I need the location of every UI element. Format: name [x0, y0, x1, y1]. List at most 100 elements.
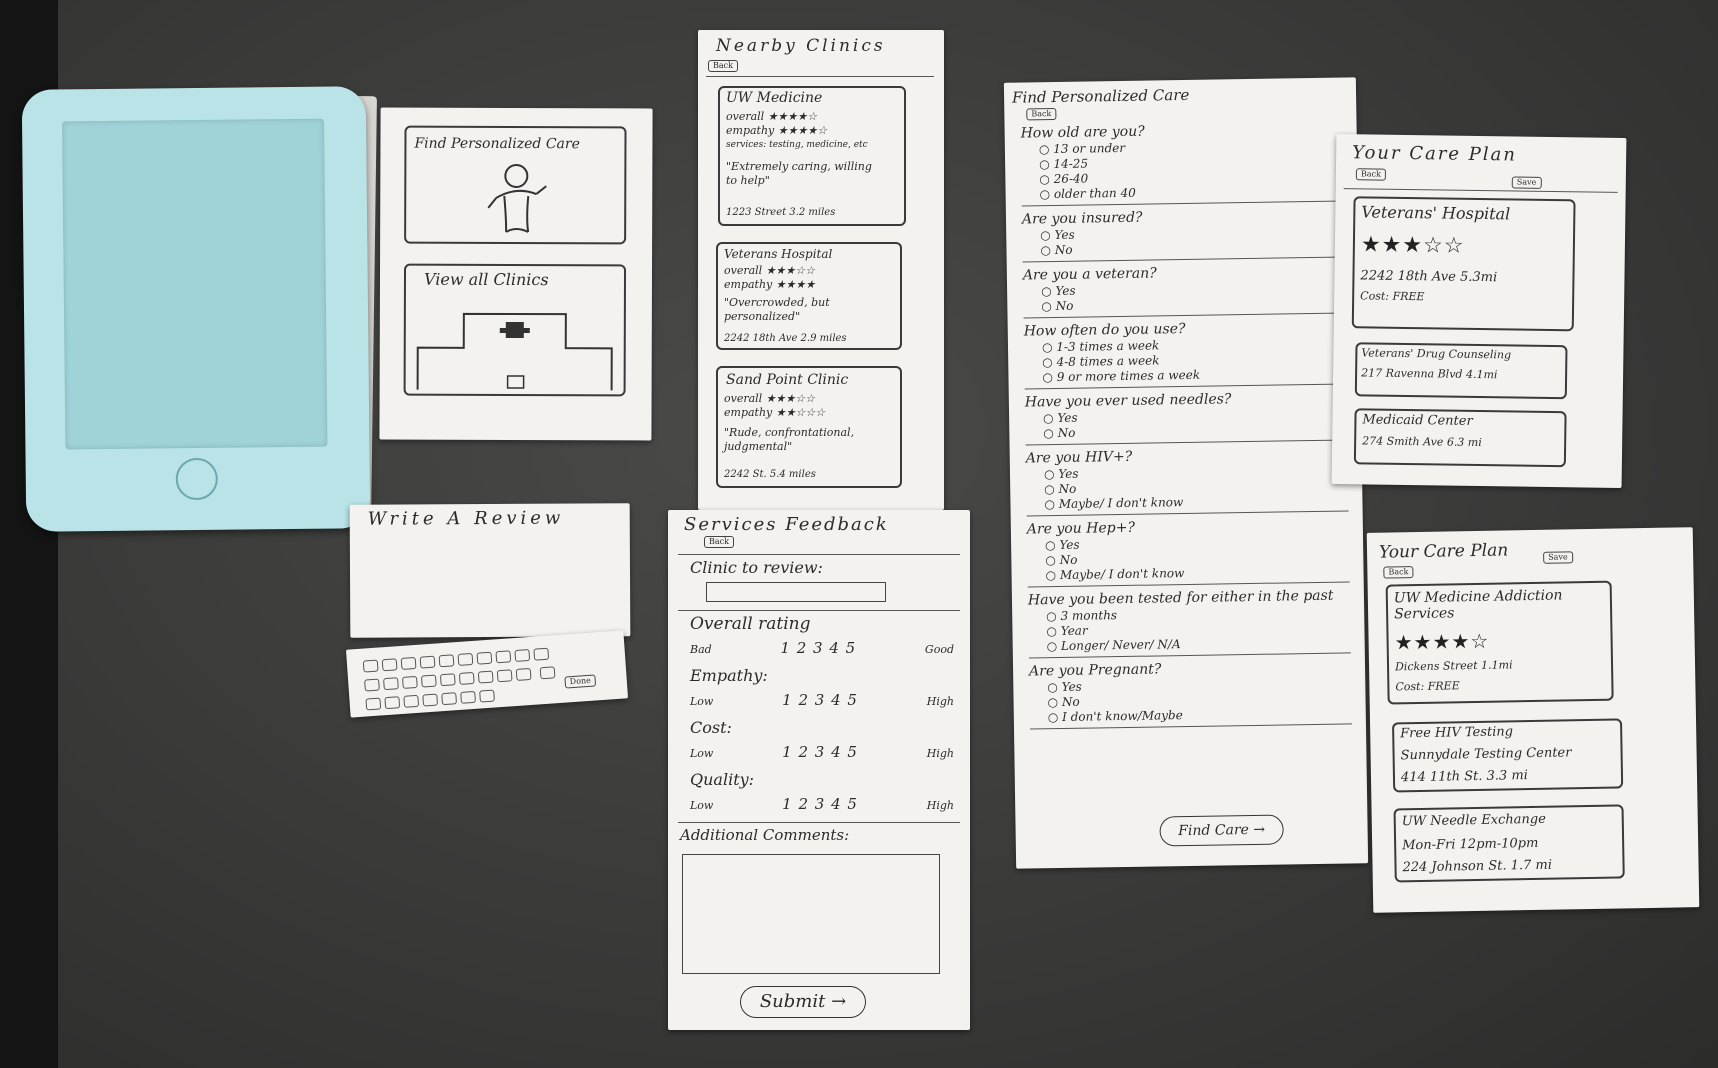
care-plan-back-button[interactable]: Back: [1355, 168, 1386, 181]
find-care-label: Find Personalized Care: [414, 135, 580, 153]
item-address: 274 Smith Ave 6.3 mi: [1362, 434, 1482, 450]
clinic-card[interactable]: UW Medicine overall ★★★★☆ empathy ★★★★☆ …: [718, 86, 906, 226]
survey-question: How old are you?13 or under14-2526-40old…: [1020, 119, 1344, 207]
clinic-rating-empathy: empathy ★★★★☆: [726, 124, 828, 137]
clinic-footer: 1223 Street 3.2 miles: [726, 207, 836, 218]
keyboard-keys[interactable]: [361, 645, 564, 716]
item-detail: Sunnydale Testing Center: [1400, 745, 1572, 764]
nearby-clinics-sheet: Nearby Clinics Back UW Medicine overall …: [698, 30, 944, 510]
clinic-footer: 2242 St. 5.4 miles: [724, 469, 816, 480]
clinic-review-input[interactable]: [706, 582, 886, 602]
survey-question: Are you HIV+?YesNoMaybe/ I don't know: [1025, 444, 1349, 517]
phone-shell: [21, 86, 371, 532]
main-provider-cost: Cost: FREE: [1360, 289, 1425, 304]
item-address: 414 11th St. 3.3 mi: [1400, 768, 1529, 786]
clinic-rating-overall: overall ★★★☆☆: [724, 264, 816, 277]
care-plan-title: Your Care Plan: [1352, 142, 1518, 166]
care-plan-item[interactable]: Veterans' Drug Counseling 217 Ravenna Bl…: [1354, 342, 1568, 400]
clinic-services: services: testing, medicine, etc: [726, 140, 868, 150]
clinic-rating-empathy: empathy ★★☆☆☆: [724, 406, 826, 419]
clinic-name: UW Medicine: [726, 90, 823, 106]
quality-label: Quality:: [690, 770, 755, 789]
item-address: 224 Johnson St. 1.7 mi: [1402, 857, 1553, 876]
care-plan-item[interactable]: UW Needle Exchange Mon-Fri 12pm-10pm 224…: [1393, 804, 1625, 883]
clinic-rating-overall: overall ★★★★☆: [726, 110, 818, 123]
care-plan-save-button[interactable]: Save: [1511, 176, 1542, 189]
clinic-quote: "Overcrowded, but personalized": [724, 296, 830, 323]
survey-question: Are you Pregnant?YesNoI don't know/Maybe: [1028, 657, 1352, 730]
comments-label: Additional Comments:: [680, 826, 850, 844]
main-provider-address: 2242 18th Ave 5.3mi: [1360, 268, 1498, 286]
clinic-rating-empathy: empathy ★★★★: [724, 278, 816, 291]
main-provider-cost: Cost: FREE: [1395, 679, 1460, 694]
item-address: 217 Ravenna Blvd 4.1mi: [1361, 366, 1498, 382]
survey-question: Are you a veteran?YesNo: [1022, 261, 1346, 319]
care-plan-sheet-alt: Your Care Plan Back Save UW Medicine Add…: [1366, 527, 1700, 913]
empathy-label: Empathy:: [690, 666, 768, 685]
care-plan-sheet: Your Care Plan Back Save Veterans' Hospi…: [1331, 133, 1627, 489]
home-button-icon[interactable]: [175, 457, 218, 501]
care-plan-back-button[interactable]: Back: [1383, 566, 1414, 579]
write-review-title: Write A Review: [367, 507, 565, 530]
nearby-back-button[interactable]: Back: [708, 60, 738, 72]
survey-question: Are you insured?YesNo: [1021, 205, 1345, 263]
phone-screen: [62, 118, 328, 450]
care-plan-title: Your Care Plan: [1378, 540, 1509, 563]
comments-textarea[interactable]: [682, 854, 940, 974]
submit-button[interactable]: Submit →: [740, 986, 866, 1018]
view-clinics-label: View all Clinics: [423, 269, 549, 290]
clinic-rating-overall: overall ★★★☆☆: [724, 392, 816, 405]
care-plan-item[interactable]: Medicaid Center 274 Smith Ave 6.3 mi: [1353, 408, 1567, 468]
item-name: Medicaid Center: [1362, 412, 1473, 429]
find-care-card[interactable]: Find Personalized Care: [404, 125, 627, 245]
feedback-back-button[interactable]: Back: [704, 536, 734, 548]
care-plan-main-card[interactable]: Veterans' Hospital ★★★☆☆ 2242 18th Ave 5…: [1351, 196, 1576, 332]
person-icon: [487, 164, 547, 233]
clinic-card[interactable]: Sand Point Clinic overall ★★★☆☆ empathy …: [716, 366, 902, 488]
clinic-footer: 2242 18th Ave 2.9 miles: [724, 333, 847, 344]
main-provider-stars: ★★★★☆: [1394, 628, 1490, 655]
care-plan-main-card[interactable]: UW Medicine Addiction Services ★★★★☆ Dic…: [1385, 580, 1614, 705]
main-provider-name: Veterans' Hospital: [1361, 202, 1511, 224]
keyboard-sheet: Done: [345, 630, 629, 718]
item-name: Veterans' Drug Counseling: [1361, 346, 1512, 362]
main-provider-address: Dickens Street 1.1mi: [1394, 658, 1513, 674]
survey-title: Find Personalized Care: [1011, 85, 1190, 107]
services-feedback-sheet: Services Feedback Back Clinic to review:…: [668, 510, 970, 1030]
clinic-review-label: Clinic to review:: [690, 558, 823, 577]
overall-rating-label: Overall rating: [690, 614, 811, 634]
home-screen-sheet: Find Personalized Care View all Clinics: [379, 107, 653, 441]
survey-back-button[interactable]: Back: [1026, 107, 1057, 121]
clinic-name: Sand Point Clinic: [726, 372, 849, 388]
item-detail: Mon-Fri 12pm-10pm: [1402, 835, 1539, 854]
survey-question: How often do you use?1-3 times a week4-8…: [1023, 317, 1347, 390]
survey-question: Have you ever used needles?YesNo: [1024, 388, 1348, 446]
survey-question: Have you been tested for either in the p…: [1027, 586, 1351, 659]
clinic-quote: "Extremely caring, willing to help": [726, 160, 872, 187]
care-plan-item[interactable]: Free HIV Testing Sunnydale Testing Cente…: [1392, 718, 1624, 793]
item-name: Free HIV Testing: [1400, 724, 1514, 742]
nearby-title: Nearby Clinics: [716, 36, 886, 56]
keyboard-done-button[interactable]: Done: [564, 674, 597, 689]
main-provider-name: UW Medicine Addiction Services: [1393, 587, 1563, 623]
paper-phone-frame: [21, 86, 377, 534]
clinic-card[interactable]: Veterans Hospital overall ★★★☆☆ empathy …: [716, 242, 902, 350]
find-care-button[interactable]: Find Care →: [1159, 814, 1284, 847]
clinic-name: Veterans Hospital: [724, 247, 833, 261]
feedback-title: Services Feedback: [684, 514, 889, 535]
view-clinics-card[interactable]: View all Clinics: [403, 263, 627, 397]
survey-question: Are you Hep+?YesNoMaybe/ I don't know: [1026, 515, 1350, 588]
main-provider-stars: ★★★☆☆: [1360, 232, 1465, 259]
care-plan-save-button[interactable]: Save: [1543, 551, 1573, 564]
clinic-quote: "Rude, confrontational, judgmental": [724, 426, 855, 453]
clinic-building-icon: [416, 312, 613, 391]
survey-sheet: Find Personalized Care Back How old are …: [1003, 77, 1369, 869]
item-name: UW Needle Exchange: [1401, 811, 1547, 830]
survey-questions: How old are you?13 or under14-2526-40old…: [1020, 119, 1353, 733]
cost-label: Cost:: [690, 718, 732, 737]
write-review-sheet: Write A Review: [349, 503, 631, 638]
